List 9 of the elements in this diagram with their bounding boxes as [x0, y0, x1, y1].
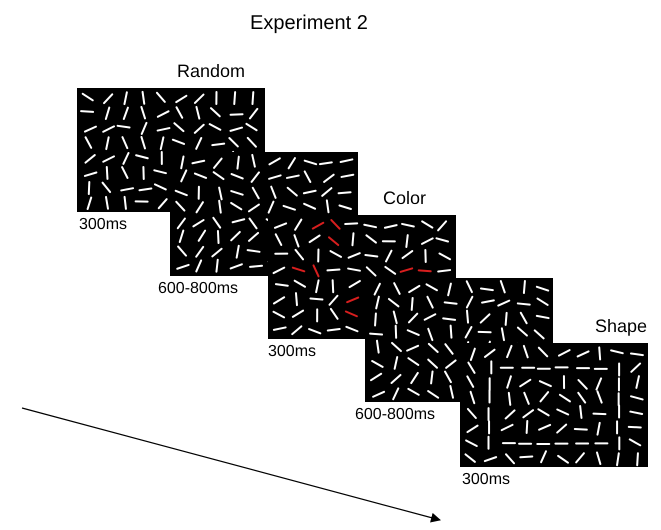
panel-title: Shape	[595, 315, 648, 338]
panel-title: Random	[177, 60, 246, 83]
duration-label: 600-800ms	[158, 279, 238, 299]
panel-title: Color	[383, 187, 426, 210]
duration-label: 300ms	[79, 215, 128, 235]
duration-label: 300ms	[268, 342, 316, 362]
duration-label: 300ms	[462, 470, 510, 490]
diagram-title: Experiment 2	[250, 11, 368, 36]
duration-label: 600-800ms	[355, 405, 436, 425]
